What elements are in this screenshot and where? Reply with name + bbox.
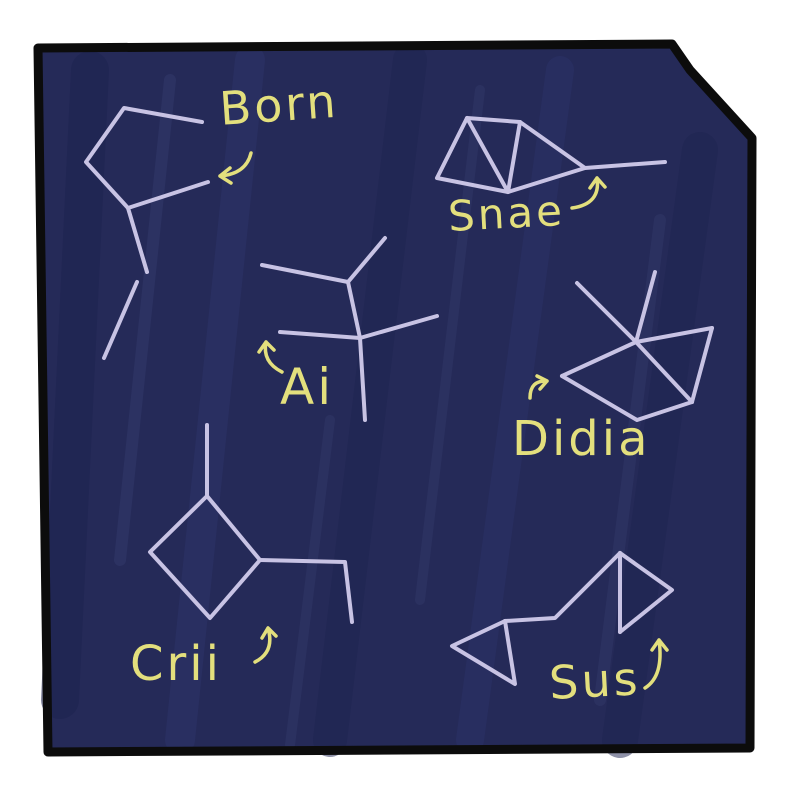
constellation-didia xyxy=(560,270,714,422)
frame-border xyxy=(33,39,757,757)
ai-pointer-arrow xyxy=(257,340,284,374)
label-sus: Sus xyxy=(547,651,642,710)
constellation-born xyxy=(84,106,210,360)
born-pointer-arrow xyxy=(218,151,253,185)
constellation-sus xyxy=(450,551,674,686)
crii-pointer-arrow xyxy=(253,626,278,664)
didia-pointer-arrow xyxy=(528,374,549,400)
sus-pointer-arrow xyxy=(643,638,669,690)
constellation-snae xyxy=(435,116,667,194)
constellation-ai xyxy=(260,236,439,422)
label-ai: Ai xyxy=(280,358,335,416)
snae-pointer-arrow xyxy=(570,176,607,210)
constellation-crii xyxy=(148,423,354,624)
label-didia: Didia xyxy=(512,411,651,467)
label-crii: Crii xyxy=(130,636,222,692)
label-born: Born xyxy=(217,73,341,136)
label-snae: Snae xyxy=(446,185,567,241)
sky-background xyxy=(38,44,752,752)
